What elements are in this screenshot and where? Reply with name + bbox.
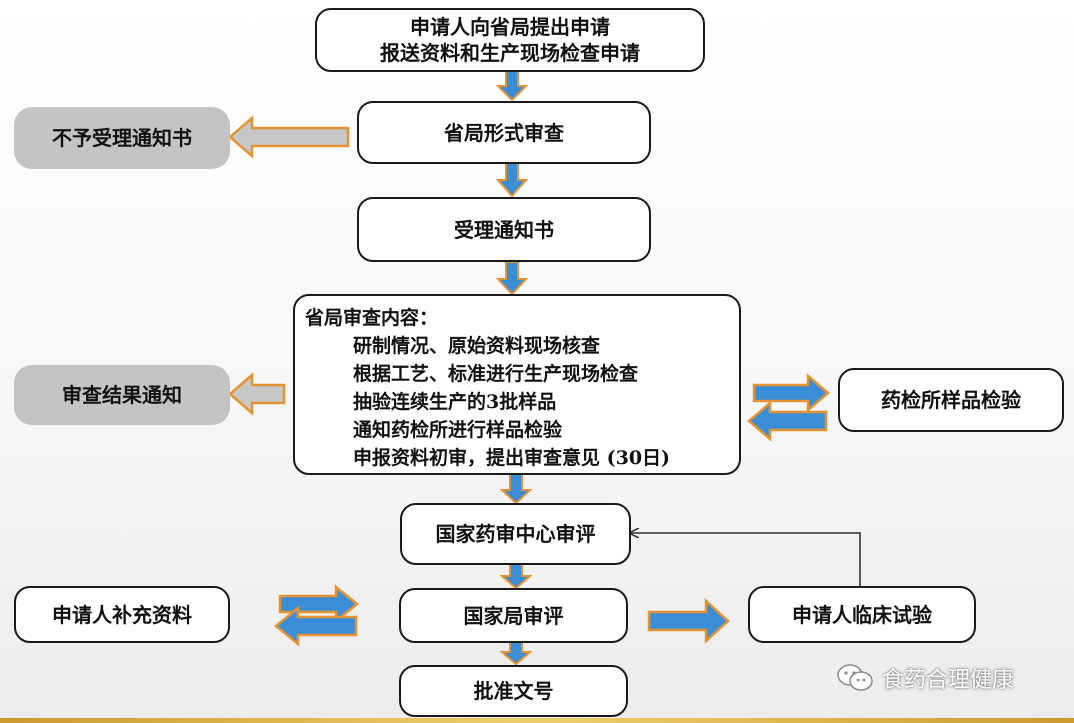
approval-number-label: 批准文号 xyxy=(473,679,554,703)
review-item-5: 申报资料初审，提出审查意见 (30日) xyxy=(353,447,671,469)
review-result-notice-label: 审查结果通知 xyxy=(62,383,182,407)
arrow-left-to-not-accepted xyxy=(228,115,350,159)
provincial-review-node: 省局审查内容： 研制情况、原始资料现场核查 根据工艺、标准进行生产现场检查 抽验… xyxy=(293,294,741,475)
not-accepted-notice-node: 不予受理通知书 xyxy=(14,107,230,169)
arrow-left-to-supplement xyxy=(274,605,358,647)
watermark-text: 食药合理健康 xyxy=(882,668,1015,693)
supplement-materials-label: 申请人补充资料 xyxy=(52,602,192,627)
wechat-watermark: 食药合理健康 xyxy=(836,660,1056,696)
review-item-3: 抽验连续生产的3批样品 xyxy=(353,391,557,413)
arrow-right-to-state-review xyxy=(278,584,359,624)
cde-review-label: 国家药审中心审评 xyxy=(435,522,596,546)
arrow-down-accept-to-review xyxy=(495,261,529,296)
arrow-down-state-to-approval xyxy=(499,640,533,666)
wechat-icon xyxy=(837,664,873,691)
cde-review-node: 国家药审中心审评 xyxy=(400,503,631,565)
line-clinical-to-cde xyxy=(630,533,861,586)
arrow-down-apply-to-formal xyxy=(495,70,529,102)
sample-inspection-node: 药检所样品检验 xyxy=(838,368,1064,432)
arrow-left-from-inspection xyxy=(747,400,828,442)
arrow-down-review-to-cde xyxy=(499,473,533,505)
review-item-1: 研制情况、原始资料现场核查 xyxy=(353,335,601,357)
clinical-trial-node: 申请人临床试验 xyxy=(748,586,976,643)
approval-number-node: 批准文号 xyxy=(399,665,628,717)
state-review-label: 国家局审评 xyxy=(463,603,564,628)
apply-line-1: 申请人向省局提出申请 xyxy=(410,15,610,39)
bottom-gold-band xyxy=(0,718,1074,723)
review-item-4: 通知药检所进行样品检验 xyxy=(353,419,563,441)
not-accepted-notice-label: 不予受理通知书 xyxy=(52,126,192,150)
formal-review-node: 省局形式审查 xyxy=(357,101,651,164)
formal-review-label: 省局形式审查 xyxy=(444,120,564,145)
arrow-right-to-inspection xyxy=(752,373,830,413)
apply-line-2: 报送资料和生产现场检查申请 xyxy=(380,41,640,65)
review-item-2: 根据工艺、标准进行生产现场检查 xyxy=(353,363,639,385)
provincial-review-title: 省局审查内容： xyxy=(305,307,439,329)
review-result-notice-node: 审查结果通知 xyxy=(14,365,230,425)
apply-node: 申请人向省局提出申请 报送资料和生产现场检查申请 xyxy=(315,8,705,72)
clinical-trial-label: 申请人临床试验 xyxy=(792,602,932,627)
acceptance-notice-label: 受理通知书 xyxy=(454,217,554,242)
arrow-left-to-result-notice xyxy=(228,372,286,416)
arrow-down-cde-to-state xyxy=(499,563,533,590)
arrow-down-formal-to-accept xyxy=(495,162,529,198)
state-review-node: 国家局审评 xyxy=(399,588,628,643)
acceptance-notice-node: 受理通知书 xyxy=(357,197,651,262)
supplement-materials-node: 申请人补充资料 xyxy=(14,586,230,643)
arrow-right-to-clinical-trial xyxy=(647,598,730,644)
sample-inspection-label: 药检所样品检验 xyxy=(881,388,1021,412)
